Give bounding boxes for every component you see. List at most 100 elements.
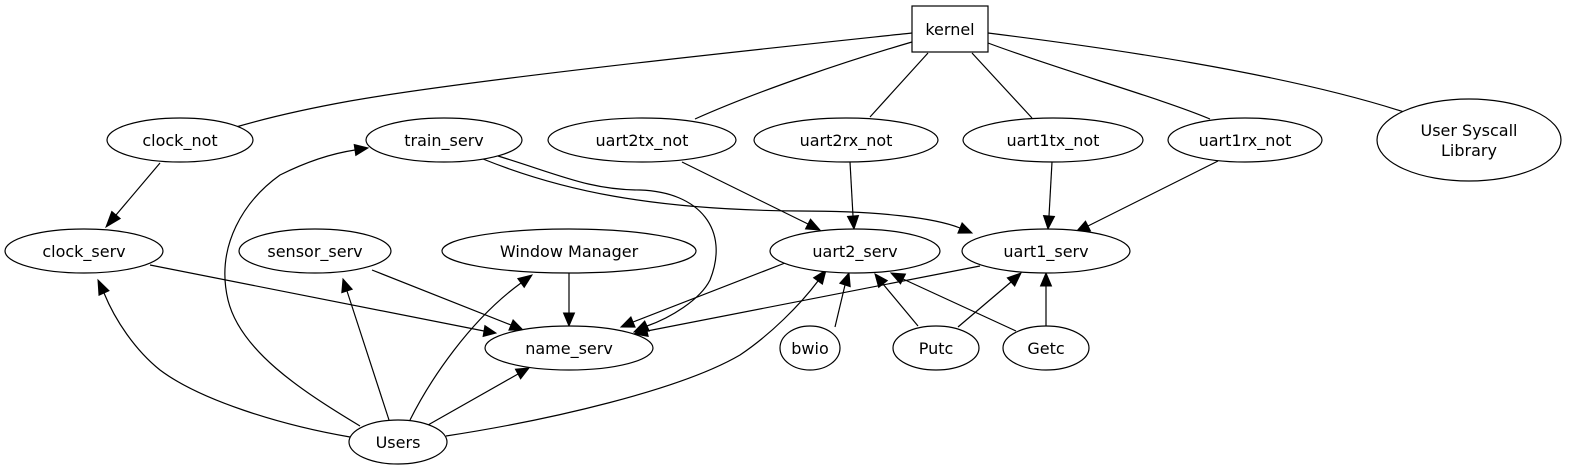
edge-line	[103, 292, 351, 438]
node-ellipse	[962, 117, 1144, 163]
arrowhead	[804, 218, 822, 231]
node-label: clock_serv	[42, 242, 125, 262]
edge-users-to-window-manager	[409, 274, 534, 421]
edge-line	[646, 265, 981, 332]
edge-line	[849, 161, 854, 217]
node-ellipse	[4, 228, 164, 274]
edge-line	[1048, 161, 1053, 217]
node-ellipse	[753, 117, 939, 163]
arrowhead	[619, 316, 636, 328]
node-getc: Getc	[1002, 325, 1090, 371]
edge-uart2-serv-to-name-serv	[619, 262, 786, 328]
edge-line	[115, 162, 161, 216]
edge-kernel-to-syscall	[987, 32, 1405, 113]
edge-line	[427, 373, 519, 426]
edge-getc-to-uart1-serv	[1039, 271, 1053, 326]
edge-users-to-train-serv	[224, 143, 370, 427]
node-ellipse	[106, 117, 254, 163]
arrowhead	[514, 367, 531, 380]
node-uart2tx-not: uart2tx_not	[547, 117, 737, 163]
edge-users-to-clock-serv	[97, 278, 351, 438]
edge-putc-to-uart1-serv	[957, 272, 1022, 328]
node-label: Window Manager	[500, 242, 639, 261]
node-label: Getc	[1027, 339, 1064, 358]
edge-line	[971, 52, 1033, 119]
edge-kernel-to-uart2rx-not	[869, 52, 929, 118]
node-putc: Putc	[892, 325, 980, 371]
arrowhead	[846, 215, 860, 231]
node-bwio: bwio	[779, 325, 841, 371]
node-label: uart2tx_not	[596, 131, 689, 151]
edge-line	[224, 149, 361, 427]
node-label: sensor_serv	[267, 242, 362, 262]
edge-users-to-uart2-serv	[445, 268, 827, 437]
edge-line	[987, 42, 1211, 120]
node-ellipse	[892, 325, 980, 371]
edge-line	[694, 41, 913, 120]
arrowhead	[632, 324, 649, 338]
node-ellipse	[547, 117, 737, 163]
node-ellipse	[1167, 117, 1323, 163]
node-sensor-serv: sensor_serv	[238, 228, 392, 274]
node-uart1-serv: uart1_serv	[961, 228, 1131, 274]
node-ellipse	[961, 228, 1131, 274]
arrowhead	[105, 210, 122, 229]
node-ellipse	[1376, 98, 1562, 182]
edge-kernel-to-clock-not	[235, 32, 913, 128]
arrowhead	[1042, 215, 1056, 231]
node-box	[911, 5, 989, 53]
node-uart2-serv: uart2_serv	[769, 228, 941, 274]
node-ellipse	[779, 325, 841, 371]
edge-uart2tx-not-to-uart2-serv	[681, 161, 822, 231]
edge-line	[409, 282, 522, 421]
node-label: name_serv	[525, 339, 613, 359]
node-label: uart2_serv	[812, 242, 897, 262]
edge-line	[869, 52, 929, 118]
edge-line	[681, 161, 809, 225]
node-uart2rx-not: uart2rx_not	[753, 117, 939, 163]
arrowhead	[1039, 271, 1053, 287]
edge-uart1tx-not-to-uart1-serv	[1042, 161, 1056, 231]
node-label: uart1tx_not	[1007, 131, 1100, 151]
node-label: train_serv	[404, 131, 483, 151]
edge-line	[371, 269, 512, 326]
arrowhead	[838, 271, 851, 288]
arrowhead	[562, 312, 576, 328]
edge-kernel-to-uart1rx-not	[987, 42, 1211, 120]
edge-line	[482, 158, 961, 229]
node-label: uart1_serv	[1003, 242, 1088, 262]
node-ellipse	[484, 325, 654, 371]
edge-line	[632, 262, 786, 323]
node-label: uart1rx_not	[1199, 131, 1292, 151]
edge-line	[957, 281, 1012, 328]
edge-clock-serv-to-name-serv	[149, 264, 498, 338]
node-ellipse	[769, 228, 941, 274]
node-label: Library	[1441, 141, 1497, 160]
node-uart1tx-not: uart1tx_not	[962, 117, 1144, 163]
arrowhead	[353, 143, 370, 157]
edge-line	[987, 32, 1405, 113]
edges-layer	[97, 32, 1405, 438]
edge-bwio-to-uart2-serv	[834, 271, 851, 328]
arrowhead	[812, 268, 827, 286]
node-ellipse	[1002, 325, 1090, 371]
node-uart1rx-not: uart1rx_not	[1167, 117, 1323, 163]
node-clock-serv: clock_serv	[4, 228, 164, 274]
edge-getc-to-uart2-serv	[889, 272, 1017, 332]
node-ellipse	[238, 228, 392, 274]
edge-line	[346, 290, 390, 421]
arrowhead	[889, 272, 907, 285]
node-label: uart2rx_not	[800, 131, 893, 151]
edge-sensor-serv-to-name-serv	[371, 269, 525, 331]
edge-line	[445, 280, 819, 437]
edge-users-to-sensor-serv	[341, 277, 390, 421]
node-label: clock_not	[142, 131, 217, 151]
node-label: User Syscall	[1420, 121, 1517, 140]
edge-line	[902, 278, 1017, 332]
node-name-serv: name_serv	[484, 325, 654, 371]
edge-line	[235, 32, 913, 128]
node-ellipse	[365, 117, 523, 163]
edge-line	[1087, 160, 1219, 227]
